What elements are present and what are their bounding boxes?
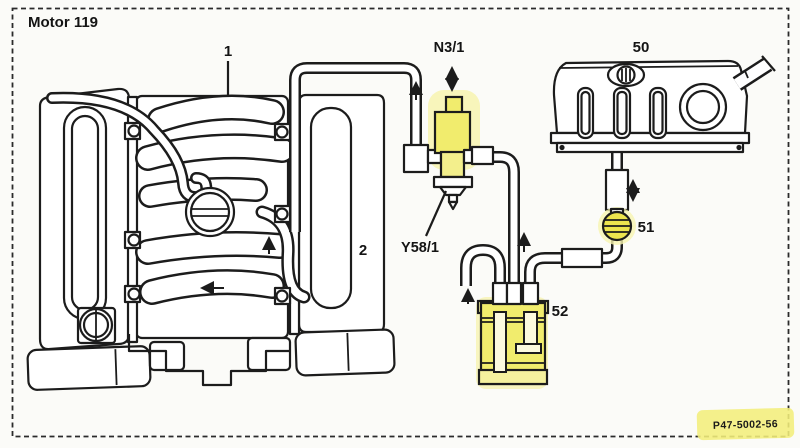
- title-motor: Motor 119: [28, 14, 98, 31]
- canister-inner-tube-right: [523, 311, 538, 347]
- throttle-cap: [184, 186, 236, 238]
- charcoal-canister-52: [476, 281, 550, 389]
- hose-coupling: [560, 247, 604, 269]
- callout-1: 1: [224, 43, 232, 60]
- valve-body: [433, 110, 472, 155]
- canister-port-purge: [505, 281, 523, 306]
- purge-valve-y58-1: [402, 90, 495, 211]
- callout-2: 2: [359, 242, 367, 259]
- callout-50: 50: [633, 39, 650, 56]
- canister-inner-tube-left: [493, 311, 507, 373]
- page-border: [11, 7, 790, 438]
- callout-n3-1: N3/1: [434, 40, 465, 56]
- oil-pan-outline: [127, 334, 291, 387]
- fuel-tank-50: [549, 55, 776, 154]
- leader-y58-1: [424, 190, 448, 237]
- callout-52: 52: [552, 303, 569, 320]
- callout-51: 51: [638, 219, 655, 236]
- part-number: P47-5002-56: [713, 418, 778, 432]
- vent-valve-51: [598, 207, 636, 245]
- pipe-elbow-fitting: [402, 143, 430, 174]
- canister-port-tank: [521, 281, 540, 306]
- valve-outlet-coupling: [470, 145, 495, 166]
- valve-flange: [432, 175, 474, 189]
- engine-mount-right: [294, 328, 396, 377]
- valve-nipple: [444, 95, 464, 115]
- tank-outlet-coupling: [604, 168, 630, 212]
- flange-bolts: [123, 121, 292, 306]
- callouts: Motor 119 1 2 N3/1 Y58/1 50 51 52: [28, 14, 654, 320]
- engine-drawing: [26, 87, 396, 391]
- callout-y58-1: Y58/1: [401, 240, 439, 256]
- canister-bottom-rim: [477, 368, 549, 386]
- part-number-plate: P47-5002-56: [696, 407, 795, 441]
- tank-cap: [606, 62, 646, 88]
- oil-filler-cap: [76, 306, 117, 345]
- tank-slots: [576, 86, 668, 140]
- engine-mount-left: [26, 345, 152, 391]
- pipes: [289, 62, 630, 304]
- valve-lower-body: [439, 150, 466, 179]
- canister-port-vent: [491, 281, 509, 306]
